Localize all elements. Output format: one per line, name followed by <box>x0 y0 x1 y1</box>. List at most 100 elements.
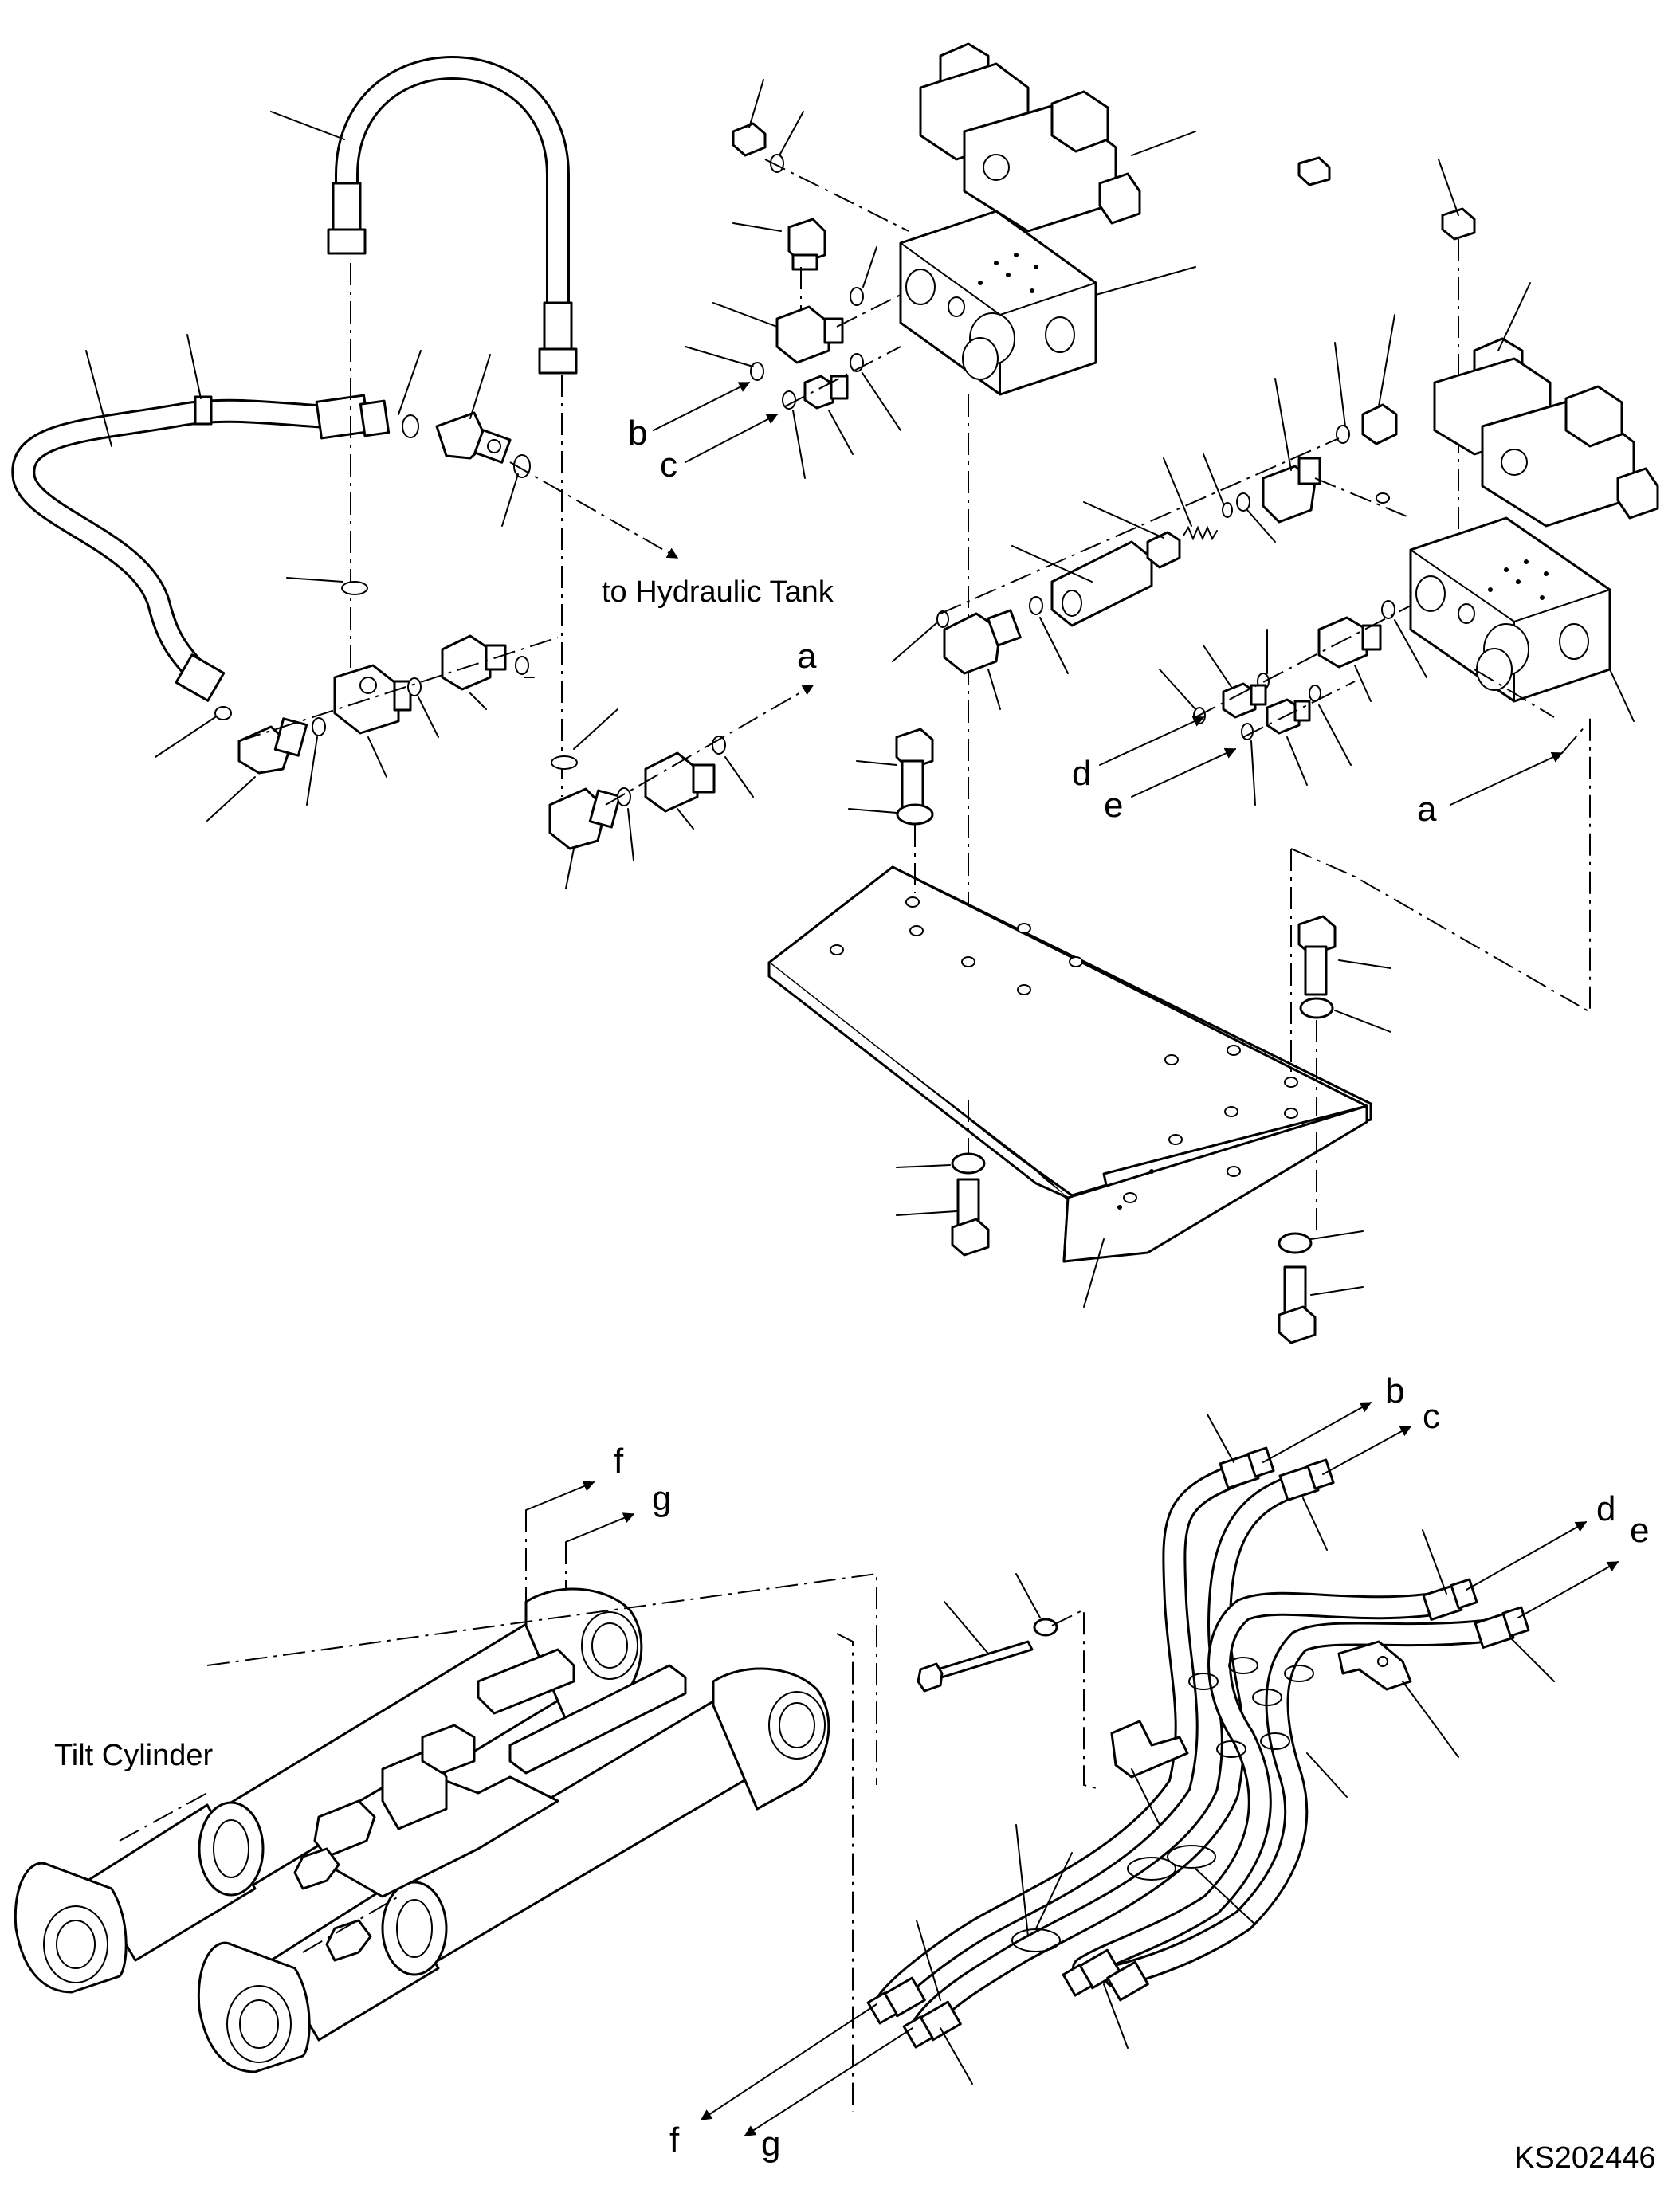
centerline-to-tank <box>509 461 679 559</box>
o-ring <box>936 610 949 628</box>
leader-line <box>306 736 318 806</box>
arrow-e-lower <box>1517 1561 1619 1618</box>
arrow-f-top <box>525 1481 595 1511</box>
adapter-nut-left <box>441 634 507 691</box>
alignment-outline <box>119 1792 399 1953</box>
solenoid-valve-upper <box>919 42 1141 233</box>
leader-line <box>1422 1529 1447 1595</box>
tilt-cylinder-front <box>197 1667 830 2073</box>
solenoid-valve-lower <box>1433 337 1659 528</box>
leader-line <box>85 350 112 447</box>
arrow-g-top <box>565 1512 635 1543</box>
leader-line <box>685 346 754 367</box>
leader-line <box>1509 1637 1555 1682</box>
leader-line <box>418 696 439 738</box>
leader-line <box>1203 453 1224 504</box>
leader-line <box>1250 740 1256 806</box>
washer <box>1278 1232 1313 1254</box>
leader-line <box>270 111 345 140</box>
leader-line <box>856 760 897 766</box>
leader-line <box>1083 501 1164 539</box>
leader-line <box>1318 704 1352 766</box>
leader-line <box>1035 1852 1073 1929</box>
long-bolt <box>917 1640 1034 1693</box>
leader-line <box>1011 545 1093 583</box>
o-ring <box>1381 600 1395 619</box>
arrow-f-bottom <box>700 2003 877 2120</box>
arrow-c-upper <box>685 414 779 463</box>
leader-line <box>1095 266 1196 296</box>
o-ring <box>551 755 578 770</box>
cap-bolt-plate-upper-left <box>895 728 934 814</box>
washer <box>1033 1618 1058 1637</box>
elbow-fitting-lower-left <box>237 717 308 775</box>
centerline <box>784 346 901 407</box>
connection-label-e-upper: e <box>1104 786 1123 825</box>
leader-line <box>206 776 256 822</box>
cap-nut-upper-right <box>1361 403 1398 445</box>
alignment-outline <box>1051 1608 1101 1790</box>
leader-line <box>1131 131 1196 156</box>
leader-line <box>1394 619 1427 678</box>
o-ring <box>214 706 232 720</box>
connection-label-e-lower: e <box>1630 1511 1649 1550</box>
centerline-to-a <box>605 685 814 806</box>
centerline <box>238 637 559 742</box>
leader-line <box>1378 314 1395 407</box>
cap-bolt-plate-lower-right <box>1278 1265 1317 1344</box>
leader-line <box>1302 1497 1328 1551</box>
leader-line <box>848 808 897 814</box>
leader-line <box>1438 159 1459 216</box>
leader-line <box>186 334 202 399</box>
leader-line <box>1334 342 1346 427</box>
leader-line <box>1310 1230 1364 1240</box>
leader-line <box>398 350 422 415</box>
leader-line <box>916 1920 941 2001</box>
o-ring <box>1236 492 1250 512</box>
o-ring <box>617 787 631 806</box>
elbow-fitting-center <box>548 787 622 850</box>
elbow-fitting-check <box>943 609 1022 675</box>
valve-block-lower <box>1409 516 1611 703</box>
leader-line <box>724 756 754 798</box>
connection-label-d-lower: d <box>1596 1489 1615 1528</box>
valve-block-upper <box>899 210 1097 396</box>
leader-line <box>1310 1286 1364 1296</box>
arrow-d-upper <box>1099 716 1205 766</box>
connection-label-g-bottom: g <box>761 2124 780 2164</box>
leader-line <box>1609 669 1635 722</box>
centerline <box>1314 477 1411 519</box>
alignment-outline <box>1290 717 1591 1076</box>
leader-line <box>565 848 575 889</box>
connection-label-a-top: a <box>797 637 817 676</box>
washer <box>1299 997 1334 1019</box>
connection-label-b-upper: b <box>628 414 647 453</box>
o-ring <box>1029 596 1043 615</box>
leader-line <box>367 736 387 778</box>
o-ring <box>850 287 864 306</box>
connection-label-f-bottom: f <box>669 2120 680 2160</box>
clip-bracket-right <box>1337 1640 1412 1691</box>
leader-line <box>892 622 937 662</box>
o-ring <box>1222 502 1233 518</box>
o-ring <box>515 656 529 675</box>
o-ring <box>782 390 796 410</box>
centerline <box>1561 724 1587 754</box>
leader-line <box>1159 669 1196 710</box>
connection-label-c-lower: c <box>1423 1397 1440 1436</box>
tee-fitting-left <box>333 664 412 735</box>
leader-line <box>712 302 778 328</box>
centerline <box>1242 681 1356 738</box>
leader-line <box>627 808 634 861</box>
connection-label-c-upper: c <box>660 445 677 485</box>
leader-line <box>1207 1414 1234 1463</box>
leader-line <box>987 669 1001 710</box>
leader-line <box>1203 645 1232 688</box>
check-valve-body <box>1050 540 1153 627</box>
leader-line <box>896 1164 951 1168</box>
leader-line <box>862 246 877 288</box>
leader-line <box>862 372 901 431</box>
leader-line <box>1015 1824 1029 1937</box>
tilt-cylinder-back <box>14 1587 643 1994</box>
plug-top <box>1297 156 1331 186</box>
